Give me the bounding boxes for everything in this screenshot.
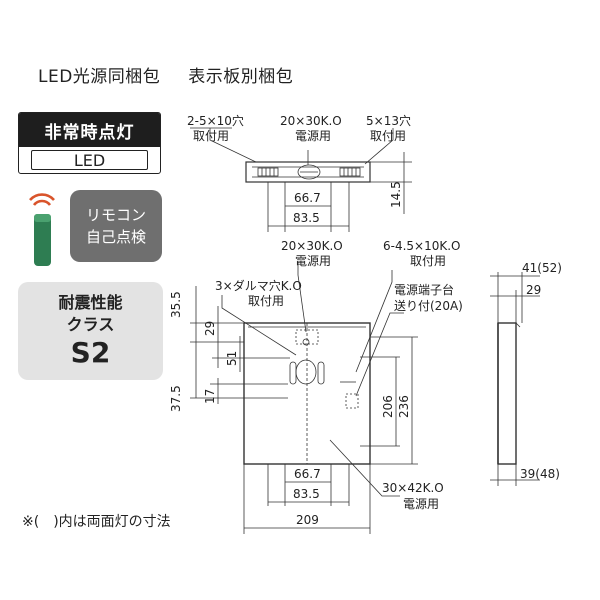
top-dim-height: 14.5 <box>389 181 403 208</box>
front-terminal-sub: 送り付(20A) <box>394 298 463 313</box>
front-dim-37-5: 37.5 <box>169 385 183 412</box>
front-dim-236: 236 <box>397 395 411 418</box>
front-mount-holes-sub: 取付用 <box>410 254 446 268</box>
header-sign-package: 表示板別梱包 <box>188 67 294 87</box>
top-hole-left-sub: 取付用 <box>193 129 229 143</box>
top-hole-left-label: 2-5×10穴 <box>187 113 244 128</box>
front-dim-83-5: 83.5 <box>293 487 320 501</box>
side-dim-depth-bottom: 39(48) <box>520 467 560 481</box>
header-led-package: LED光源同梱包 <box>38 67 161 87</box>
front-daruma-label: 3×ダルマ穴K.O <box>215 278 302 293</box>
remote-line2: 自己点検 <box>85 228 146 246</box>
front-mount-holes-label: 6-4.5×10K.O <box>383 239 461 253</box>
top-ko-center-label: 20×30K.O <box>280 114 342 128</box>
remote-self-check-badge: リモコン 自己点検 <box>70 190 162 262</box>
front-dim-206: 206 <box>381 395 395 418</box>
front-dim-51: 51 <box>225 351 239 366</box>
front-dim-35-5: 35.5 <box>169 291 183 318</box>
front-terminal-label: 電源端子台 <box>394 282 454 297</box>
seismic-line1: 耐震性能 <box>58 293 123 312</box>
front-ko-top-sub: 電源用 <box>295 254 331 268</box>
front-ko-bottom-sub: 電源用 <box>403 497 439 511</box>
side-dim-29: 29 <box>526 283 541 297</box>
seismic-class-badge: 耐震性能 クラス S2 <box>18 282 163 380</box>
remote-line1: リモコン <box>85 206 146 224</box>
front-ko-bottom-label: 30×42K.O <box>382 481 444 495</box>
top-ko-center-sub: 電源用 <box>295 129 331 143</box>
page-header: LED光源同梱包 表示板別梱包 <box>38 62 315 87</box>
front-dim-29: 29 <box>203 321 217 336</box>
emergency-badge-title: 非常時点灯 <box>19 113 160 147</box>
remote-control-icon <box>29 193 55 266</box>
front-dim-66-7: 66.7 <box>294 467 321 481</box>
seismic-line2: クラス <box>66 315 115 334</box>
footnote: ※( )内は両面灯の寸法 <box>22 514 171 530</box>
front-daruma-sub: 取付用 <box>248 294 284 308</box>
emergency-badge-led: LED <box>31 150 148 170</box>
top-dim-83-5: 83.5 <box>293 211 320 225</box>
seismic-class-value: S2 <box>70 336 111 369</box>
top-dim-66-7: 66.7 <box>294 191 321 205</box>
top-hole-right-sub: 取付用 <box>370 129 406 143</box>
front-dim-209: 209 <box>296 513 319 527</box>
emergency-badge: 非常時点灯 LED <box>18 112 161 174</box>
top-hole-right-label: 5×13穴 <box>366 113 411 128</box>
front-dim-17: 17 <box>203 389 217 404</box>
front-ko-top-label: 20×30K.O <box>281 239 343 253</box>
side-dim-depth-top: 41(52) <box>522 261 562 275</box>
